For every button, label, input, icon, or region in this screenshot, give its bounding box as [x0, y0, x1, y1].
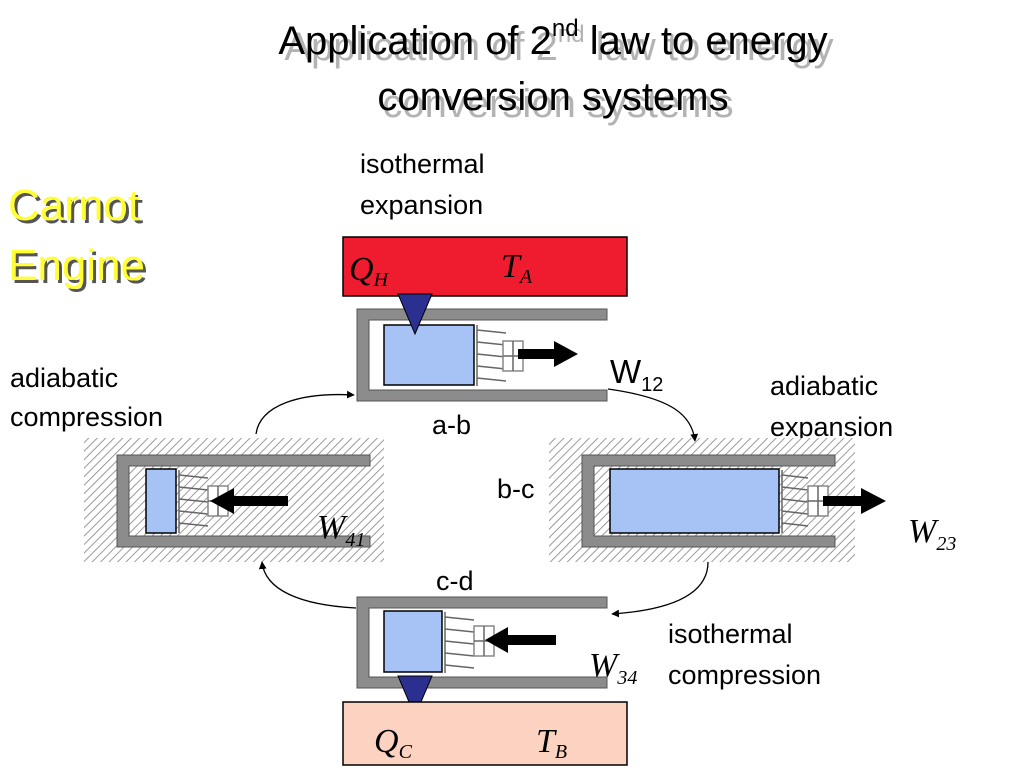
- label-adiabatic-expansion: adiabatic expansion: [770, 371, 893, 442]
- label-isothermal-compression: isothermal compression: [668, 619, 821, 690]
- work-label-w34: W34: [589, 647, 637, 689]
- cylinder-ab-spring: [476, 325, 524, 386]
- cold-reservoir: QC TB: [342, 701, 628, 766]
- hot-temperature-label: TA: [501, 248, 533, 288]
- title-line2-shadow: conversion systems: [382, 82, 733, 126]
- cylinder-bc-wall: [581, 454, 836, 548]
- label-isothermal-expansion: isothermal expansion: [360, 149, 485, 220]
- heat-out-arrow: [397, 675, 433, 718]
- side-title-line1-shadow: Carnot: [11, 184, 143, 233]
- cold-temperature-label: TB: [536, 723, 567, 763]
- title-line1-shadow: Application of 2nd law to energy: [284, 21, 833, 69]
- cycle-arrow-bc-cd: [611, 561, 709, 618]
- svg-text:adiabatic: adiabatic: [770, 371, 878, 401]
- cylinder-cd-spring: [444, 612, 495, 673]
- side-title-line2: Engine: [8, 241, 145, 290]
- work-arrow-cd: [485, 627, 556, 653]
- side-title-line2-shadow: Engine: [11, 244, 148, 293]
- heat-in-label: QH: [349, 251, 390, 291]
- cold-reservoir-block: [342, 701, 628, 766]
- svg-text:compression: compression: [10, 402, 163, 432]
- title-line1: Application of 2nd law to energy: [278, 15, 827, 63]
- svg-text:expansion: expansion: [770, 412, 893, 442]
- cylinder-bc-gas: [609, 468, 780, 534]
- work-label-w12: W12: [610, 353, 663, 396]
- state-label-cd: c-d: [436, 566, 474, 596]
- cylinder-cd: [356, 596, 608, 718]
- page-title: Application of 2nd law to energy convers…: [278, 15, 833, 126]
- cylinder-cd-gas: [383, 610, 443, 673]
- heat-in-arrow: [397, 293, 433, 336]
- cylinder-cd-wall: [356, 596, 608, 689]
- work-arrow-da: [210, 488, 288, 514]
- cylinder-da: [84, 438, 384, 562]
- side-title: Carnot Engine Carnot Engine: [8, 181, 148, 293]
- side-title-line1: Carnot: [8, 181, 140, 230]
- work-arrow-ab: [518, 341, 578, 367]
- cylinder-ab-gas: [383, 324, 475, 386]
- cycle-arrow-cd-da: [258, 561, 357, 609]
- state-label-bc: b-c: [497, 474, 535, 504]
- hot-reservoir-block: [342, 236, 628, 297]
- svg-text:isothermal: isothermal: [668, 619, 793, 649]
- hot-reservoir: QH TA: [342, 236, 628, 297]
- svg-text:compression: compression: [668, 660, 821, 690]
- cylinder-ab-wall: [356, 308, 608, 402]
- work-label-w23: W23: [908, 513, 956, 555]
- work-label-w41: W41: [317, 509, 365, 551]
- svg-text:adiabatic: adiabatic: [10, 363, 118, 393]
- work-arrow-bc: [823, 488, 886, 514]
- cylinder-da-wall: [116, 454, 371, 548]
- label-adiabatic-compression: adiabatic compression: [10, 363, 163, 432]
- cycle-arrow-da-ab: [255, 390, 355, 435]
- cylinder-bc-spring: [781, 470, 829, 533]
- heat-out-label: QC: [374, 723, 413, 763]
- cylinder-ab: [356, 293, 608, 402]
- cylinder-bc: [549, 438, 886, 562]
- state-label-ab: a-b: [432, 410, 471, 440]
- svg-text:expansion: expansion: [360, 190, 483, 220]
- cycle-arrow-ab-bc: [607, 388, 699, 442]
- cylinder-da-gas: [145, 468, 177, 534]
- svg-text:isothermal: isothermal: [360, 149, 485, 179]
- title-line2: conversion systems: [377, 75, 728, 119]
